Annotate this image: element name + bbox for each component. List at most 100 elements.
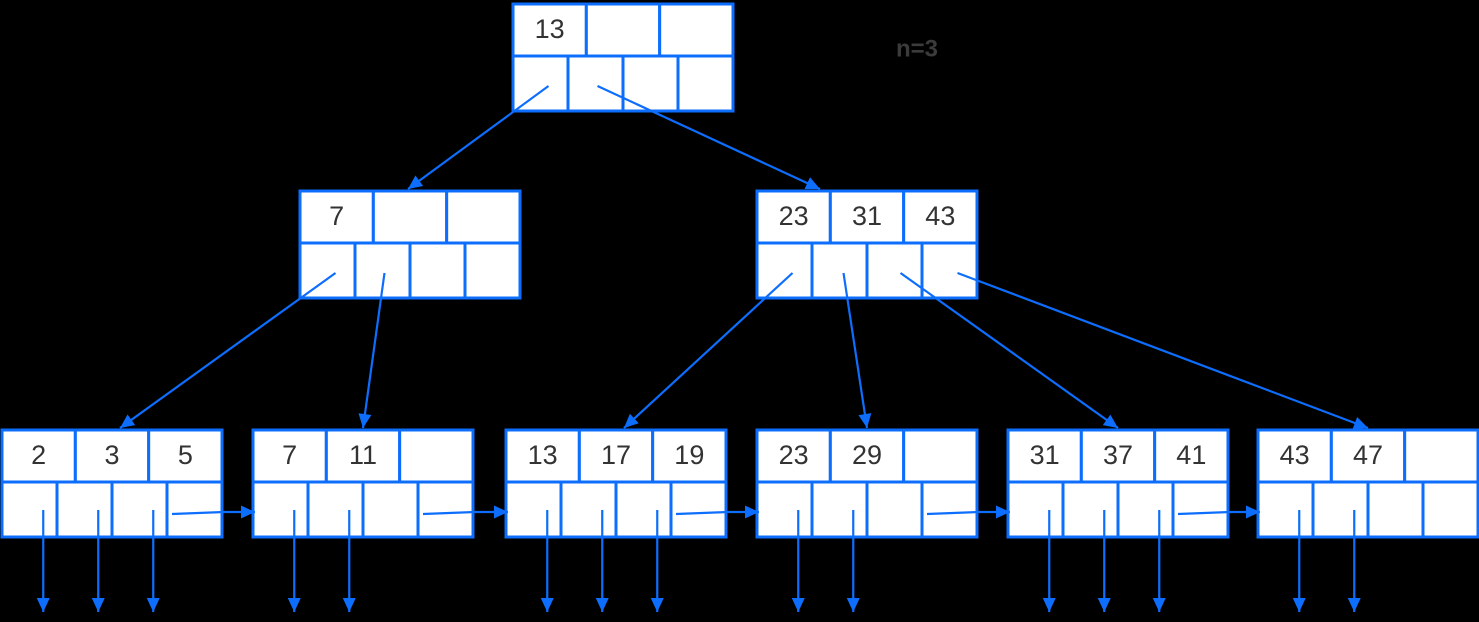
key-value: 5 (178, 440, 193, 470)
leaf-node-1[interactable]: 2 3 5 (0, 428, 224, 539)
pointer-cell[interactable] (920, 241, 979, 300)
record-pointer-arrow (1347, 537, 1361, 612)
pointer-cell[interactable] (865, 241, 924, 300)
arrow-head-icon (1347, 598, 1361, 612)
record-pointer-arrow (595, 537, 609, 612)
pointer-cell[interactable] (408, 241, 467, 300)
edge-line (957, 271, 1369, 430)
key-cell[interactable] (902, 428, 979, 484)
pointer-cell[interactable] (0, 480, 59, 539)
pointer-cell[interactable] (1061, 480, 1120, 539)
pointer-cell[interactable] (165, 480, 224, 539)
record-pointer-arrow (342, 537, 356, 612)
edge-internal-right-to-leaf-5 (899, 272, 1119, 429)
key-cell[interactable] (398, 428, 475, 484)
edge-line (361, 272, 386, 429)
key-cell[interactable] (1153, 428, 1230, 484)
record-pointer-arrow (540, 537, 554, 612)
pointer-cell[interactable] (755, 241, 814, 300)
pointer-cell[interactable] (416, 480, 475, 539)
edges-layer (36, 85, 1369, 612)
key-cell[interactable] (147, 428, 224, 484)
pointer-cell[interactable] (1171, 480, 1230, 539)
pointer-cell[interactable] (755, 480, 814, 539)
arrow-head-icon (858, 413, 872, 428)
key-cell[interactable] (0, 428, 77, 484)
pointer-cell[interactable] (566, 54, 625, 113)
key-cell[interactable] (755, 428, 832, 484)
arrow-head-icon (791, 598, 805, 612)
edge-internal-left-to-leaf-2 (358, 272, 386, 429)
pointer-cell[interactable] (504, 480, 563, 539)
order-label: n=3 (896, 35, 938, 62)
key-cell[interactable] (1403, 428, 1479, 484)
pointer-cell[interactable] (463, 241, 522, 300)
arrow-head-icon (996, 505, 1010, 519)
sibling-link-stub (675, 510, 729, 516)
leaf-sibling-link (979, 505, 1010, 519)
key-cell[interactable] (584, 2, 662, 58)
pointer-cell[interactable] (55, 480, 114, 539)
key-value: 17 (601, 440, 631, 470)
pointer-cell[interactable] (306, 480, 365, 539)
pointer-cell[interactable] (865, 480, 924, 539)
root-node[interactable]: 13 (511, 2, 735, 113)
key-value: 13 (528, 440, 558, 470)
pointer-cell[interactable] (1366, 480, 1425, 539)
record-pointer-arrow (791, 537, 805, 612)
pointer-cell[interactable] (110, 480, 169, 539)
edge-root-to-internal-left (407, 85, 550, 190)
pointer-cell[interactable] (676, 54, 735, 113)
pointer-cell[interactable] (559, 480, 618, 539)
pointer-cell[interactable] (614, 480, 673, 539)
record-pointer-arrow (287, 537, 301, 612)
pointer-cell[interactable] (298, 241, 357, 300)
key-value: 3 (104, 440, 119, 470)
key-value: 41 (1176, 440, 1206, 470)
key-cell[interactable] (1079, 428, 1157, 484)
pointer-cell[interactable] (1116, 480, 1175, 539)
pointer-cell[interactable] (1421, 480, 1479, 539)
arrow-head-icon (624, 413, 639, 428)
key-value: 2 (31, 440, 46, 470)
pointer-cell[interactable] (361, 480, 420, 539)
key-value: 43 (1280, 440, 1310, 470)
pointer-cell[interactable] (251, 480, 310, 539)
arrow-head-icon (1292, 598, 1306, 612)
record-pointer-arrow (1292, 537, 1306, 612)
arrow-head-icon (846, 598, 860, 612)
key-cell[interactable] (828, 428, 906, 484)
pointer-cell[interactable] (810, 480, 869, 539)
record-pointer-arrow (846, 537, 860, 612)
edge-line (407, 85, 550, 190)
pointer-cell[interactable] (1256, 480, 1315, 539)
key-value: 23 (779, 440, 809, 470)
arrow-head-icon (287, 598, 301, 612)
arrow-head-icon (120, 414, 136, 428)
sibling-link-stub (422, 510, 476, 516)
arrow-head-icon (1352, 416, 1368, 430)
arrow-head-icon (1246, 505, 1260, 519)
pointer-cell[interactable] (669, 480, 728, 539)
key-cell[interactable] (371, 189, 449, 245)
key-cell[interactable] (658, 2, 735, 58)
arrow-head-icon (540, 598, 554, 612)
pointer-cell[interactable] (810, 241, 869, 300)
pointer-cell[interactable] (511, 54, 570, 113)
pointer-cell[interactable] (1311, 480, 1370, 539)
key-cell[interactable] (445, 189, 522, 245)
pointer-cell[interactable] (920, 480, 979, 539)
record-pointer-arrow (650, 537, 664, 612)
internal-node-left[interactable]: 7 (298, 189, 522, 300)
sibling-link-stub (926, 510, 980, 516)
pointer-cell[interactable] (1006, 480, 1065, 539)
